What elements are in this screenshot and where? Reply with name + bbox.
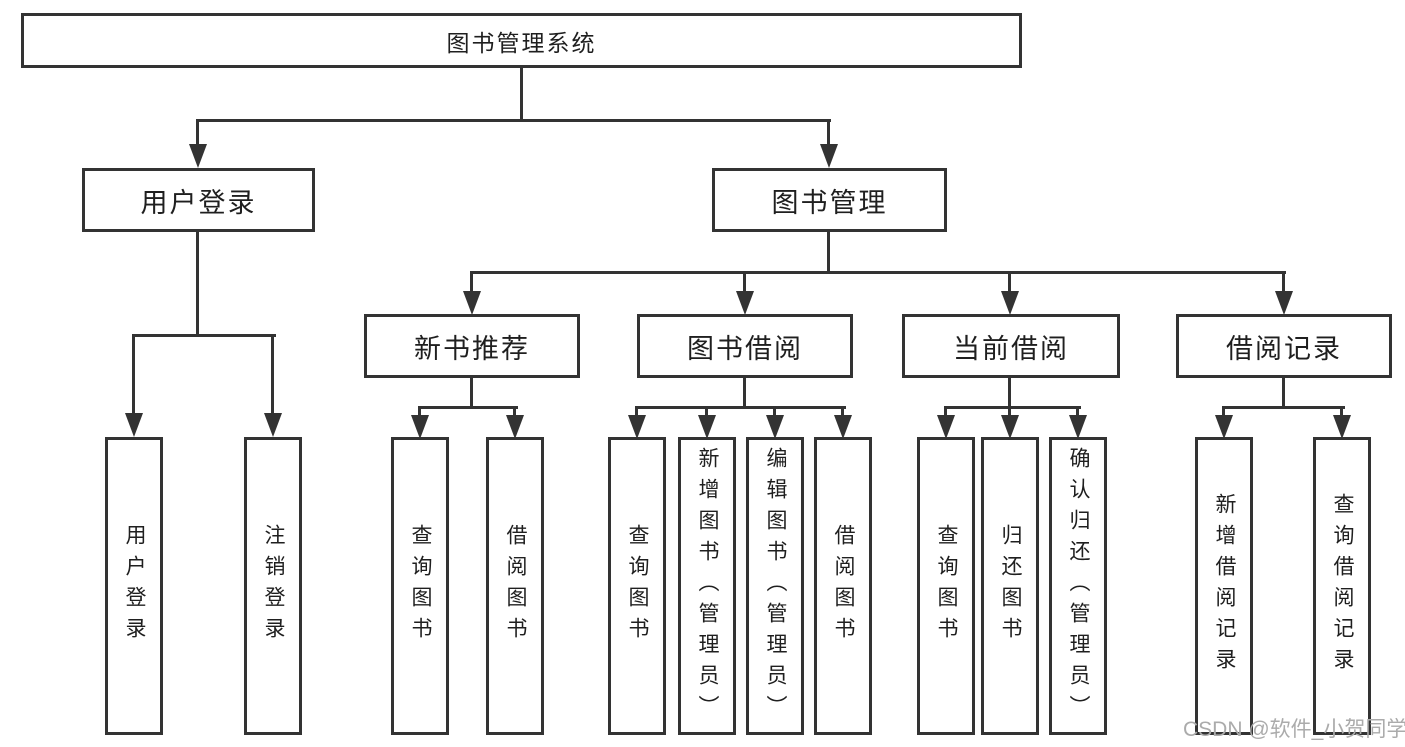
connector-new-book-stem (470, 378, 473, 409)
connector-current-borrowing-branch (944, 406, 1081, 409)
node-book-management: 图书管理 (712, 168, 947, 232)
connector-arrow-to-user-login (188, 119, 207, 168)
connector-arrow-to-book-management (819, 119, 838, 168)
leaf-borrow-books-recommend: 借阅图书 (486, 437, 544, 735)
connector-arrow-bb-add (697, 406, 716, 439)
leaf-user-login: 用户登录 (105, 437, 163, 735)
leaf-query-borrow-record: 查询借阅记录 (1313, 437, 1371, 735)
connector-arrow-to-new-book (462, 271, 481, 315)
connector-arrow-to-leaf-logout (263, 334, 282, 437)
connector-arrow-cb-return (1000, 406, 1019, 439)
leaf-query-books-current: 查询图书 (917, 437, 975, 735)
connector-user-login-stem (196, 232, 199, 336)
connector-arrow-br-add (1214, 406, 1233, 439)
connector-current-borrowing-stem (1008, 378, 1011, 409)
connector-arrow-bb-edit (765, 406, 784, 439)
node-new-book-recommend: 新书推荐 (364, 314, 580, 378)
connector-book-borrowing-branch (635, 406, 846, 409)
connector-book-borrowing-stem (743, 378, 746, 409)
leaf-borrow-books-borrowing: 借阅图书 (814, 437, 872, 735)
connector-arrow-cb-confirm (1068, 406, 1087, 439)
node-library-management-system: 图书管理系统 (21, 13, 1022, 68)
node-borrowing-records: 借阅记录 (1176, 314, 1392, 378)
watermark: CSDN @软件_小贺同学 (1183, 718, 1405, 741)
connector-new-book-branch (418, 406, 518, 409)
connector-user-login-branch (132, 334, 276, 337)
connector-root-branch (196, 119, 831, 122)
node-current-borrowing: 当前借阅 (902, 314, 1120, 378)
connector-root-stem (520, 66, 523, 121)
connector-arrow-cb-query (936, 406, 955, 439)
node-user-login: 用户登录 (82, 168, 315, 232)
connector-arrow-to-leaf-user-login (124, 334, 143, 437)
leaf-logout: 注销登录 (244, 437, 302, 735)
leaf-add-books-admin: 新增图书（管理员） (678, 437, 736, 735)
connector-borrowing-records-branch (1222, 406, 1345, 409)
leaf-confirm-return-admin: 确认归还（管理员） (1049, 437, 1107, 735)
connector-arrow-nb-query (410, 406, 429, 439)
connector-arrow-nb-borrow (505, 406, 524, 439)
node-book-borrowing: 图书借阅 (637, 314, 853, 378)
connector-arrow-br-query (1332, 406, 1351, 439)
connector-arrow-to-current-borrowing (1000, 271, 1019, 315)
leaf-add-borrow-record: 新增借阅记录 (1195, 437, 1253, 735)
connector-book-management-branch (470, 271, 1286, 274)
connector-arrow-bb-query (627, 406, 646, 439)
connector-book-management-stem (827, 232, 830, 274)
connector-arrow-bb-borrow (833, 406, 852, 439)
leaf-query-books-borrowing: 查询图书 (608, 437, 666, 735)
leaf-return-books: 归还图书 (981, 437, 1039, 735)
leaf-edit-books-admin: 编辑图书（管理员） (746, 437, 804, 735)
connector-borrowing-records-stem (1282, 378, 1285, 409)
connector-arrow-to-book-borrowing (735, 271, 754, 315)
connector-arrow-to-borrowing-records (1274, 271, 1293, 315)
leaf-query-books-recommend: 查询图书 (391, 437, 449, 735)
